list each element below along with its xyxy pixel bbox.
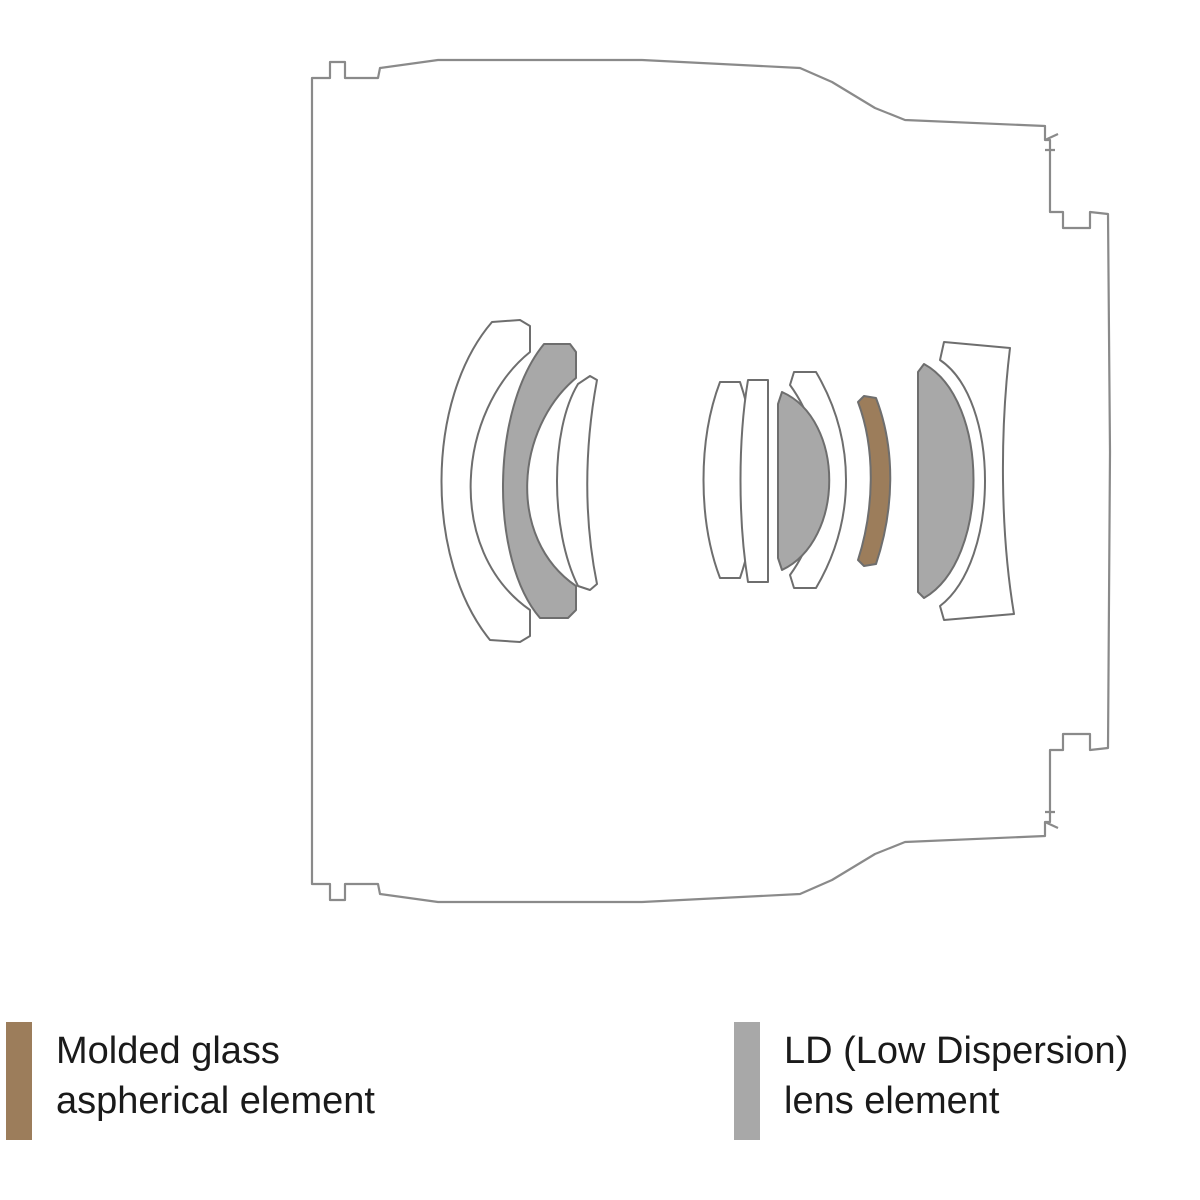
legend-ld: LD (Low Dispersion) lens element (734, 1022, 1200, 1140)
ld-swatch (734, 1022, 760, 1140)
legend-aspherical: Molded glass aspherical element (6, 1022, 526, 1140)
lens-element-8 (857, 395, 892, 567)
lens-element-5 (739, 379, 769, 583)
legend-ld-line2: lens element (784, 1080, 1000, 1122)
legend-ld-line1: LD (Low Dispersion) (784, 1030, 1129, 1072)
lens-element-7 (777, 391, 831, 571)
lens-element-2 (502, 343, 577, 619)
lens-element-3 (556, 375, 598, 591)
lens-element-9 (917, 363, 975, 599)
lens-barrel-outline (310, 58, 1112, 904)
aspherical-swatch (6, 1022, 32, 1140)
barrel-detail-bottom (1044, 810, 1059, 829)
legend-aspherical-label: Molded glass aspherical element (56, 1026, 375, 1126)
legend-aspherical-line1: Molded glass (56, 1030, 280, 1072)
lens-element-10 (939, 341, 1015, 621)
lens-element-1 (440, 319, 531, 643)
legend-aspherical-line2: aspherical element (56, 1080, 375, 1122)
lens-construction-diagram (310, 58, 1112, 904)
legend-ld-label: LD (Low Dispersion) lens element (784, 1026, 1128, 1126)
barrel-detail-top (1044, 133, 1059, 152)
